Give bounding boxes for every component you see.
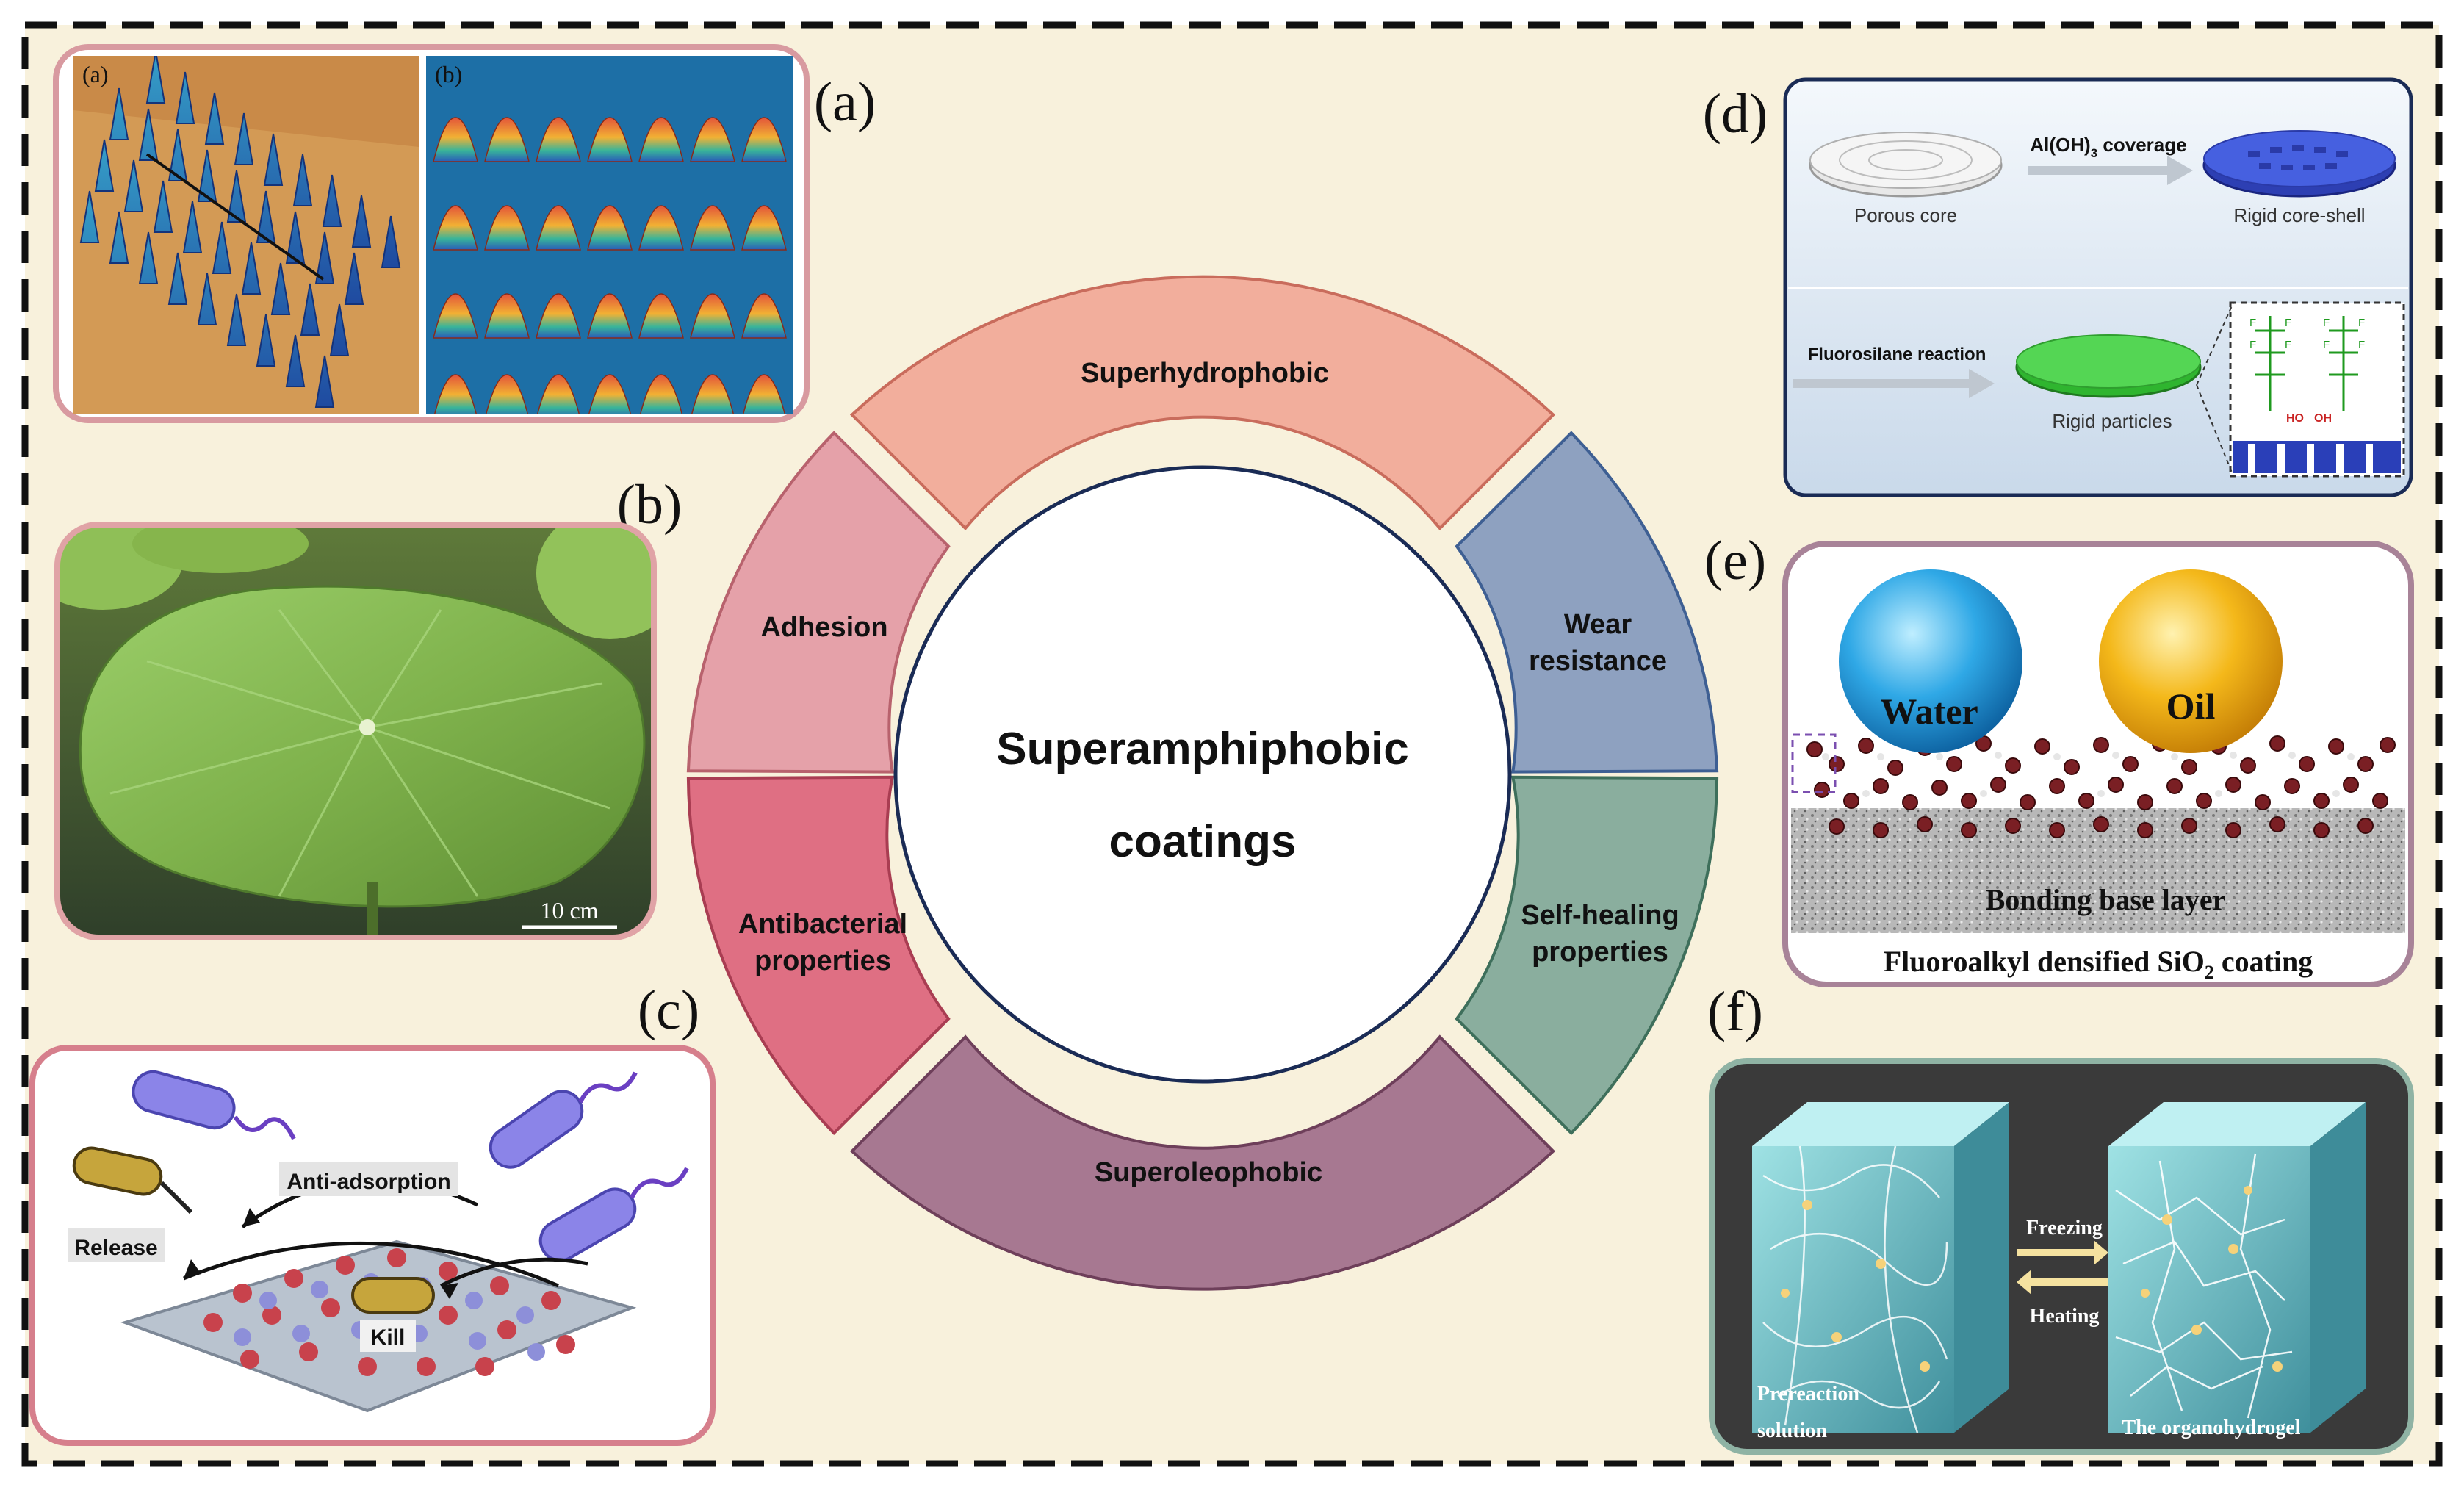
svg-text:F: F [2323, 317, 2330, 329]
panel-d-fluorosilane: Fluorosilane reaction [1808, 345, 1986, 364]
segment-wear-resistance [1455, 431, 1719, 774]
svg-text:HO: HO [2286, 412, 2304, 425]
panel-e-bonding: Bonding base layer [1986, 883, 2226, 916]
panel-c: Anti-adsorption Release Kill [29, 1045, 716, 1446]
organohydrogel-cube [2108, 1102, 2366, 1433]
segment-label-antibac-line1: Antibacterial [738, 909, 907, 940]
panel-c-anti-adsorption: Anti-adsorption [287, 1170, 450, 1194]
panel-e-water: Water [1880, 691, 1978, 732]
panel-f: Freezing Heating Prereaction solution Th… [1709, 1058, 2414, 1455]
segment-label-adhesion: Adhesion [760, 612, 887, 643]
panel-a-image-2: (b) [426, 56, 793, 414]
panel-e-caption: Fluoroalkyl densified SiO2 coating [1884, 945, 2313, 983]
panel-d-porous-core: Porous core [1854, 204, 1957, 226]
panel-f-heating: Heating [2030, 1305, 2100, 1328]
panel-b-scale-label: 10 cm [540, 897, 598, 924]
bacterium-right-bottom [538, 1167, 689, 1262]
lotus-leaf [79, 585, 646, 908]
oil-droplet [2099, 569, 2283, 753]
svg-text:F: F [2358, 317, 2365, 329]
segment-adhesion [686, 431, 951, 774]
panel-label-a: (a) [814, 71, 876, 133]
segment-self-healing [1455, 775, 1719, 1136]
center-title-line2: coatings [1109, 816, 1297, 867]
panel-e: Water Oil Bonding base layer Fluoroalkyl… [1782, 541, 2414, 987]
svg-text:F: F [2249, 339, 2256, 351]
panel-label-d: (d) [1703, 83, 1768, 145]
panel-d-rigid-particles: Rigid particles [2052, 410, 2172, 432]
water-droplet [1839, 569, 2022, 753]
panel-a-sublabel-a: (a) [82, 61, 109, 87]
panel-f-organohydrogel: The organohydrogel [2122, 1417, 2301, 1439]
panel-a-sublabel-b: (b) [435, 61, 462, 87]
panel-label-e: (e) [1704, 530, 1766, 591]
panel-b: 10 cm [54, 522, 657, 940]
segment-label-selfheal-line1: Self-healing [1521, 900, 1679, 931]
panel-label-f: (f) [1707, 981, 1763, 1043]
prereaction-cube [1752, 1102, 2009, 1433]
panel-label-c: (c) [638, 979, 699, 1041]
center-title-line1: Superamphiphobic [996, 724, 1408, 774]
property-ring [686, 275, 1719, 1291]
center-circle [893, 465, 1512, 1084]
outer-dashed-frame [21, 21, 2443, 1467]
panel-e-oil: Oil [2166, 685, 2216, 727]
segment-superhydrophobic [849, 275, 1556, 530]
segment-label-wear-line2: resistance [1529, 646, 1667, 677]
segment-label-superhydrophobic: Superhydrophobic [1081, 358, 1329, 389]
segment-label-superoleophobic: Superoleophobic [1095, 1157, 1322, 1188]
panel-d: Porous core Al(OH)3 coverage Rigid core-… [1783, 77, 2413, 497]
segment-antibacterial [686, 775, 951, 1136]
svg-text:F: F [2285, 339, 2291, 351]
svg-text:F: F [2323, 339, 2330, 351]
bacterium-dead-left [72, 1146, 193, 1214]
svg-text:F: F [2249, 317, 2256, 329]
panel-a-image-1: (a) [73, 56, 419, 414]
bacterium-dead-center [351, 1277, 435, 1314]
segment-label-antibac-line2: properties [754, 946, 891, 976]
svg-text:F: F [2285, 317, 2291, 329]
svg-text:F: F [2358, 339, 2365, 351]
segment-label-selfheal-line2: properties [1532, 937, 1668, 968]
panel-f-freezing: Freezing [2026, 1217, 2103, 1239]
panel-a: (a) (b) [53, 44, 810, 423]
bacterium-top [132, 1070, 296, 1140]
panel-c-release: Release [74, 1236, 157, 1260]
panel-d-coverage: Al(OH)3 coverage [2030, 134, 2186, 160]
segment-label-wear-line1: Wear [1564, 609, 1632, 640]
svg-text:OH: OH [2314, 412, 2332, 425]
bacterium-right-top [489, 1071, 638, 1169]
panel-f-prereaction-line2: solution [1757, 1419, 1827, 1442]
panel-d-rigid-core-shell: Rigid core-shell [2233, 204, 2365, 226]
segment-superoleophobic [849, 1034, 1556, 1291]
panel-f-prereaction-line1: Prereaction [1757, 1383, 1859, 1406]
panel-c-kill: Kill [371, 1325, 406, 1350]
